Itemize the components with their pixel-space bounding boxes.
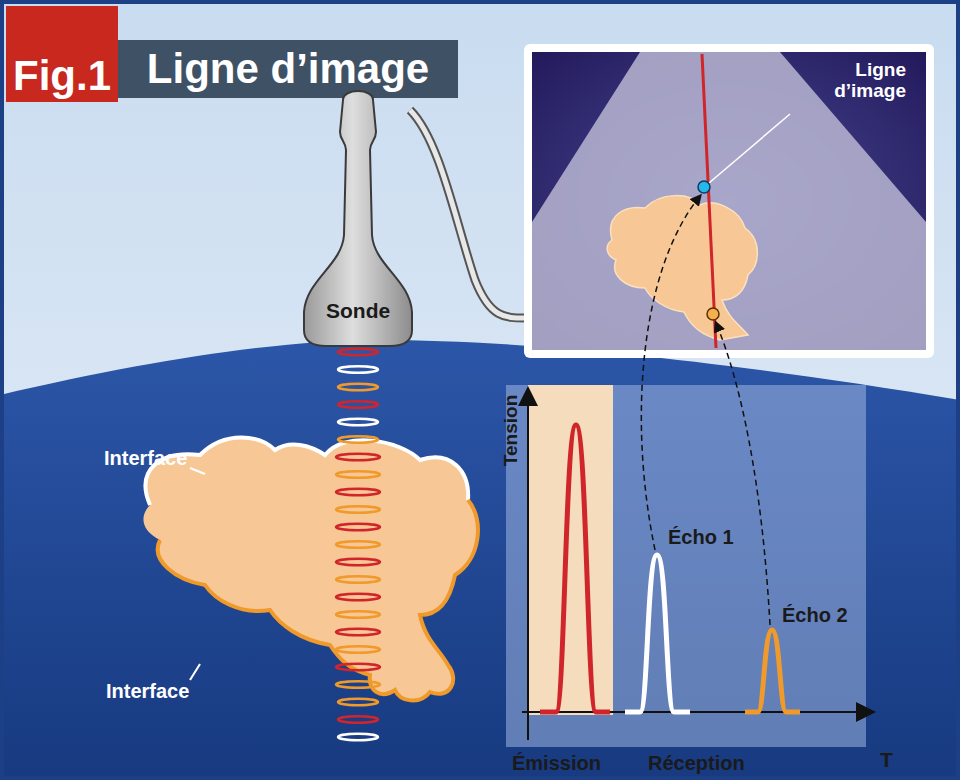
echo-label: Écho 1	[668, 526, 734, 548]
title-box	[118, 40, 458, 98]
axis-label: Émission	[512, 752, 601, 774]
echo-link	[716, 323, 770, 625]
interface-lower	[158, 500, 478, 700]
axis-label: T	[880, 748, 893, 771]
ultrasound-wave	[336, 349, 380, 740]
leader-line	[709, 114, 790, 183]
image-line	[702, 54, 716, 348]
axis-label: Réception	[648, 752, 745, 774]
wave-front	[338, 699, 378, 705]
wave-front	[336, 471, 380, 477]
wave-front	[336, 559, 380, 565]
wave-front	[336, 576, 380, 582]
wave-front	[338, 436, 378, 442]
body-region	[0, 340, 960, 780]
echo-point-1	[698, 181, 710, 193]
image-line-label: Ligne d’image	[806, 60, 906, 102]
wave-front	[336, 681, 380, 687]
wave-front	[336, 629, 380, 635]
leader-line	[190, 664, 200, 680]
figure-tag-box	[6, 6, 118, 102]
x-axis	[522, 711, 872, 713]
axis-label: Tension	[501, 394, 522, 465]
wave-front	[336, 646, 380, 652]
probe	[304, 91, 412, 346]
wave-front	[338, 366, 378, 372]
wave-front	[336, 541, 380, 547]
y-axis	[527, 390, 529, 740]
wave-front	[336, 489, 380, 495]
wave-front	[336, 594, 380, 600]
probe-cable	[410, 110, 525, 318]
interface-upper	[146, 438, 469, 506]
wave-front	[338, 349, 378, 355]
interface-label: Interface	[106, 680, 189, 702]
emission-pulse	[540, 425, 610, 712]
wave-front	[336, 611, 380, 617]
wave-front	[336, 454, 380, 460]
wave-front	[338, 401, 378, 407]
probe-label: Sonde	[326, 299, 390, 322]
probe-cable	[410, 110, 525, 318]
figure-number: Fig.1	[13, 53, 111, 99]
wave-front	[338, 716, 378, 722]
title: Ligne d’image	[147, 46, 429, 92]
scan-sector	[532, 52, 926, 350]
organ-image	[607, 196, 757, 340]
organ	[143, 438, 478, 701]
wave-front	[338, 734, 378, 740]
emission-zone	[528, 385, 613, 715]
inset-frame	[524, 44, 934, 358]
interface-label: Interface	[104, 447, 187, 469]
wave-front	[338, 419, 378, 425]
wave-front	[336, 524, 380, 530]
echo-pulse-2	[745, 630, 800, 712]
echo-link	[641, 196, 700, 550]
inset-screen	[532, 52, 926, 350]
wave-front	[336, 506, 380, 512]
echo-pulse-1	[625, 555, 690, 712]
leader-line	[190, 468, 205, 474]
wave-front	[336, 664, 380, 670]
graph-panel	[506, 385, 866, 747]
echo-label: Écho 2	[782, 604, 848, 626]
wave-front	[338, 384, 378, 390]
echo-point-2	[707, 308, 719, 320]
